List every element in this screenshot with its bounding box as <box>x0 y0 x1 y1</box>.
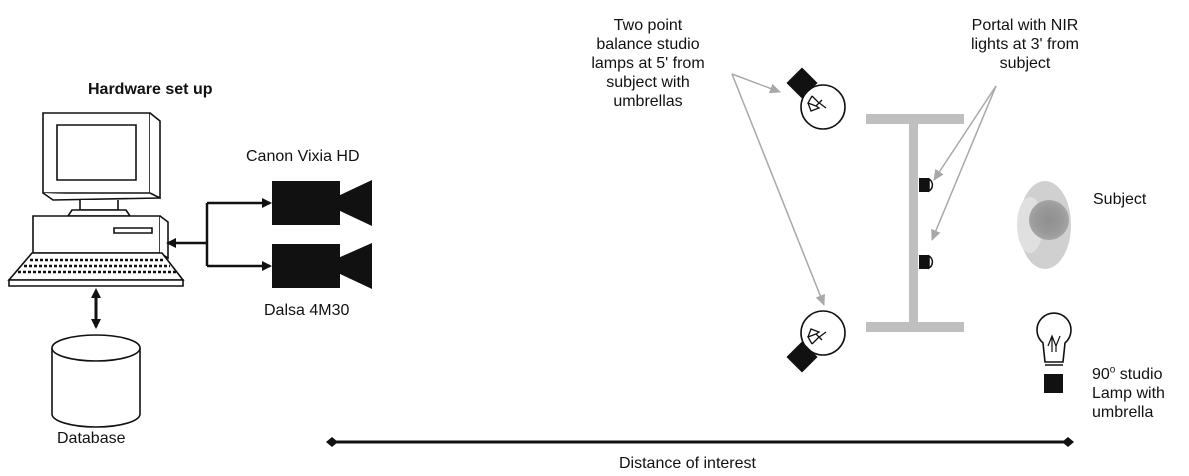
studio-lamp-top-icon <box>786 67 846 130</box>
studio-lamps-label-line: subject with <box>606 74 690 91</box>
studio-lamp-angle-value: 90 <box>1092 366 1110 383</box>
studio-lamp-side-label-line1: 90o studio <box>1092 365 1165 384</box>
nir-light-top-icon <box>919 177 934 193</box>
camera-connection-lines <box>166 198 272 271</box>
portal-annotation-arrows <box>931 85 997 241</box>
portal-label: Portal with NIR lights at 3' from subjec… <box>955 16 1095 73</box>
portal-frame <box>866 114 964 332</box>
studio-lamp-side-label-line2: Lamp with <box>1092 385 1165 402</box>
studio-lamps-label-line: lamps at 5' from <box>591 55 705 72</box>
studio-lamp-side-icon <box>1036 312 1072 393</box>
studio-lamp-side-label-line3: umbrella <box>1092 404 1154 421</box>
nir-light-bottom-icon <box>919 254 934 270</box>
studio-lamps-label-line: Two point <box>613 17 683 34</box>
camera-canon-label: Canon Vixia HD <box>246 148 360 165</box>
lamp-annotation-arrows <box>731 73 825 306</box>
studio-lamp-side-label: 90o studio Lamp with umbrella <box>1092 365 1165 422</box>
distance-of-interest-label: Distance of interest <box>619 455 756 472</box>
portal-label-line: Portal with NIR <box>971 17 1079 34</box>
subject-icon <box>1017 181 1071 269</box>
hardware-title: Hardware set up <box>88 81 213 98</box>
portal-label-line: lights at 3' from <box>971 36 1079 53</box>
database-icon <box>51 334 141 428</box>
camera-dalsa-icon <box>272 243 372 289</box>
studio-lamps-label-line: umbrellas <box>613 93 683 110</box>
studio-lamp-bottom-icon <box>786 310 846 373</box>
studio-lamp-angle-rest: studio <box>1115 366 1163 383</box>
subject-label: Subject <box>1093 191 1147 208</box>
portal-label-line: subject <box>999 55 1051 72</box>
studio-lamps-label: Two point balance studio lamps at 5' fro… <box>578 16 718 111</box>
degree-symbol: o <box>1109 364 1116 376</box>
studio-lamps-label-line: balance studio <box>596 36 700 53</box>
camera-dalsa-label: Dalsa 4M30 <box>264 302 350 319</box>
database-label: Database <box>57 430 126 447</box>
computer-icon <box>7 112 185 287</box>
camera-canon-icon <box>272 180 372 226</box>
